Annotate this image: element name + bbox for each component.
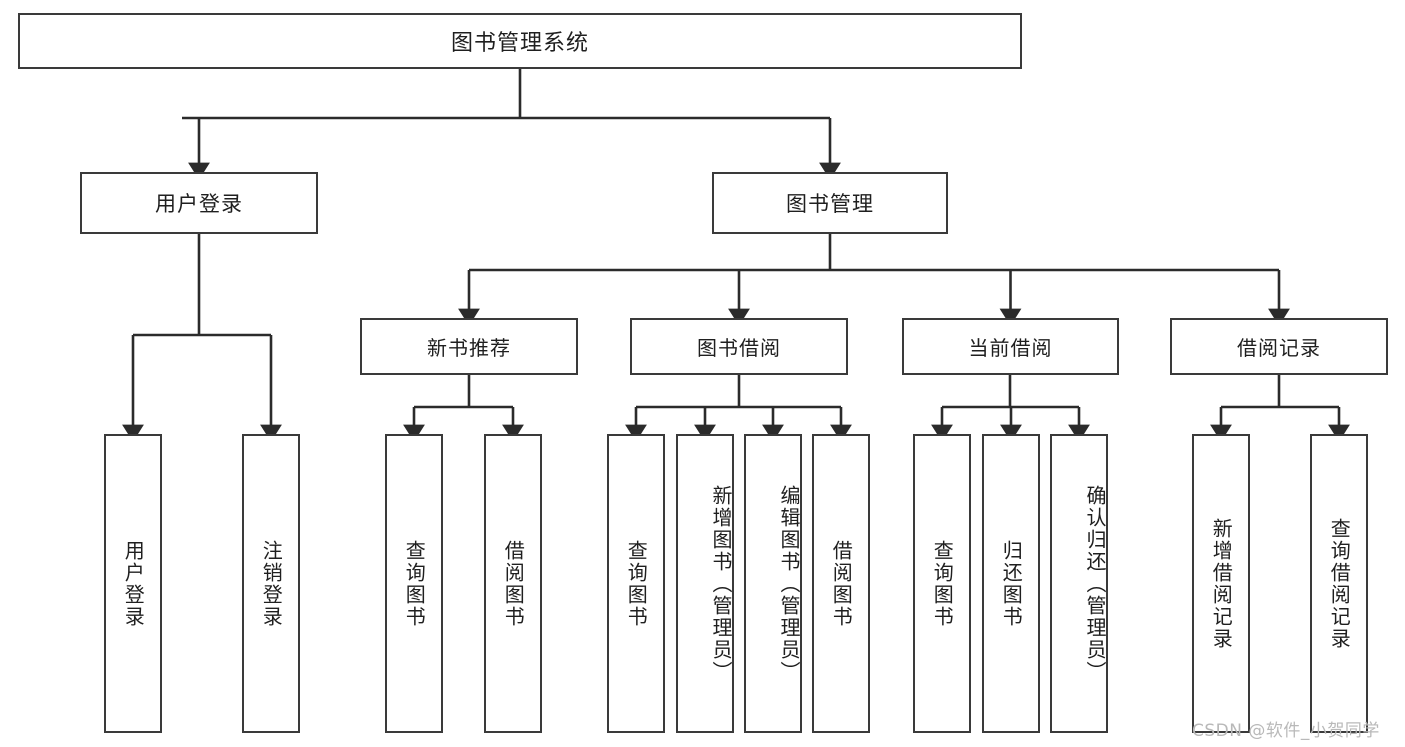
node-borrow-record[interactable]: 借阅记录 xyxy=(1170,318,1388,375)
node-leaf-add-book[interactable]: 新增图书（管理员） xyxy=(676,434,734,733)
level1-node-label: 图书管理 xyxy=(786,192,874,216)
node-new-book-recommend[interactable]: 新书推荐 xyxy=(360,318,578,375)
node-root-label: 图书管理系统 xyxy=(450,31,589,56)
node-leaf-edit-book[interactable]: 编辑图书（管理员） xyxy=(744,434,802,733)
node-leaf-user-logout[interactable]: 注销登录 xyxy=(242,434,300,733)
node-leaf-query-book-current[interactable]: 查询图书 xyxy=(913,434,971,733)
level2-node-label: 当前借阅 xyxy=(968,336,1053,360)
node-leaf-query-record[interactable]: 查询借阅记录 xyxy=(1310,434,1368,733)
leaf-node-label: 编辑图书（管理员） xyxy=(777,484,801,683)
node-leaf-query-book-borrow[interactable]: 查询图书 xyxy=(607,434,665,733)
leaf-node-label: 用户登录 xyxy=(121,539,146,628)
node-user-login[interactable]: 用户登录 xyxy=(80,172,318,234)
leaf-node-label: 查询借阅记录 xyxy=(1327,517,1352,650)
node-leaf-confirm-return[interactable]: 确认归还（管理员） xyxy=(1050,434,1108,733)
node-root[interactable]: 图书管理系统 xyxy=(18,13,1022,69)
level1-node-label: 用户登录 xyxy=(155,192,243,216)
leaf-node-label: 新增借阅记录 xyxy=(1209,517,1234,650)
level2-node-label: 新书推荐 xyxy=(427,336,511,360)
node-leaf-return-book[interactable]: 归还图书 xyxy=(982,434,1040,733)
node-book-management[interactable]: 图书管理 xyxy=(712,172,948,234)
leaf-node-label: 查询图书 xyxy=(402,539,427,628)
leaf-node-label: 借阅图书 xyxy=(829,539,854,628)
level2-node-label: 图书借阅 xyxy=(697,336,781,360)
leaf-node-label: 查询图书 xyxy=(624,539,649,628)
node-leaf-add-record[interactable]: 新增借阅记录 xyxy=(1192,434,1250,733)
leaf-node-label: 查询图书 xyxy=(930,539,955,628)
node-leaf-borrow-book-rec[interactable]: 借阅图书 xyxy=(484,434,542,733)
leaf-node-label: 新增图书（管理员） xyxy=(709,484,733,683)
node-leaf-borrow-book[interactable]: 借阅图书 xyxy=(812,434,870,733)
node-leaf-user-login[interactable]: 用户登录 xyxy=(104,434,162,733)
leaf-node-label: 确认归还（管理员） xyxy=(1083,484,1107,683)
node-book-borrow[interactable]: 图书借阅 xyxy=(630,318,848,375)
leaf-node-label: 归还图书 xyxy=(999,539,1024,628)
leaf-node-label: 借阅图书 xyxy=(501,539,526,628)
leaf-node-label: 注销登录 xyxy=(259,539,284,628)
node-leaf-query-book-rec[interactable]: 查询图书 xyxy=(385,434,443,733)
level2-node-label: 借阅记录 xyxy=(1237,336,1321,360)
node-current-borrow[interactable]: 当前借阅 xyxy=(902,318,1119,375)
